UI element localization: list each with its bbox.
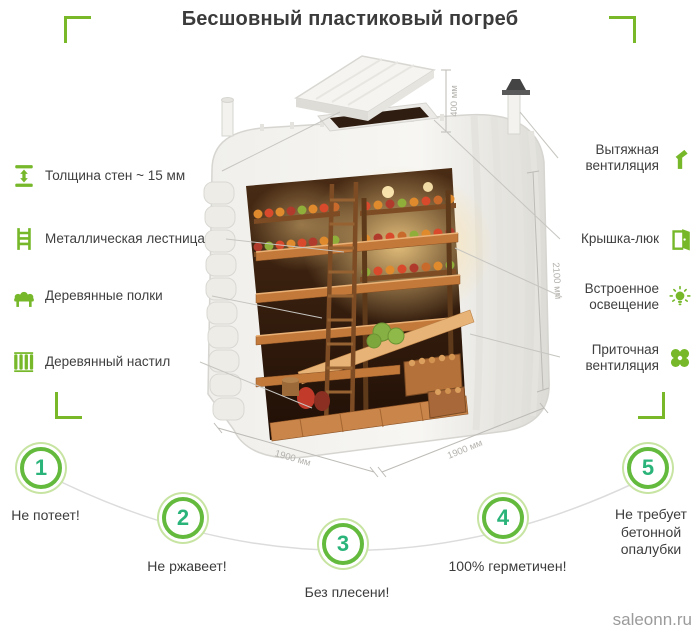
dim-width: 1900 мм	[273, 448, 311, 469]
corner-bracket-bottom-right	[638, 392, 665, 419]
wall-thickness-icon	[12, 164, 36, 188]
exhaust-vent-icon	[668, 146, 692, 170]
benefit-circle-3: 3	[322, 523, 364, 565]
dim-depth: 1900 мм	[446, 438, 484, 462]
benefit-circle-5: 5	[627, 447, 669, 489]
benefit-label-2: Не ржавеет!	[147, 558, 227, 574]
feature-shelves: Деревянные полки	[12, 284, 163, 308]
feature-wall-thickness: Толщина стен ~ 15 мм	[12, 164, 185, 188]
benefit-circle-2: 2	[162, 497, 204, 539]
corner-bracket-top-right	[609, 16, 636, 43]
lamp-glow	[382, 186, 394, 198]
supply-vent-icon	[668, 346, 692, 370]
produce-shelves	[253, 194, 456, 282]
feature-ladder: Металлическая лестница	[12, 227, 205, 251]
vent-pipes	[221, 79, 530, 137]
feature-label: Толщина стен ~ 15 мм	[45, 167, 186, 183]
benefit-label-1: Не потеет!	[11, 507, 80, 523]
ladder-icon	[12, 227, 36, 251]
lighting-icon	[668, 285, 692, 309]
feature-label: Вытяжная вентиляция	[585, 142, 659, 174]
feature-lighting: Встроенное освещение	[548, 281, 692, 314]
corner-bracket-top-left	[64, 16, 91, 43]
cut-wall-ribs	[203, 181, 245, 421]
benefit-label-3: Без плесени!	[304, 584, 390, 600]
feature-label: Приточная вентиляция	[585, 342, 659, 374]
feature-label: Встроенное освещение	[584, 281, 659, 313]
body-ribs	[260, 114, 542, 431]
vegetable-crates	[282, 322, 467, 419]
cellar-body	[207, 113, 550, 459]
metal-ladder	[323, 181, 359, 429]
dimension-labels: 400 мм 2100 мм 1900 мм 1900 мм	[273, 85, 563, 469]
feature-label: Крышка-люк	[580, 230, 659, 246]
benefit-circle-4: 4	[482, 497, 524, 539]
feature-supply-vent: Приточная вентиляция	[548, 342, 692, 375]
dim-lid-height: 400 мм	[449, 85, 460, 117]
page-title: Бесшовный пластиковый погреб	[181, 8, 519, 30]
benefit-label-5: Не требует бетонной опалубки	[615, 506, 687, 557]
feature-label: Деревянные полки	[45, 287, 163, 303]
benefit-label-4: 100% герметичен!	[448, 558, 567, 574]
benefit-circle-1: 1	[20, 447, 62, 489]
hatch-lid	[294, 55, 439, 132]
watermark: saleonn.ru	[612, 610, 692, 629]
cellar-interior	[246, 168, 466, 440]
feature-decking: Деревянный настил	[12, 350, 170, 374]
feature-exhaust-vent: Вытяжная вентиляция	[548, 142, 692, 175]
corner-bracket-bottom-left	[55, 392, 82, 419]
leader-lines	[199, 111, 563, 409]
dimension-lines	[213, 69, 550, 478]
wooden-shelves	[255, 189, 475, 421]
decking-icon	[12, 350, 36, 374]
wooden-floor	[269, 395, 469, 442]
feature-hatch: Крышка-люк	[548, 227, 692, 251]
shelves-icon	[12, 284, 36, 308]
feature-label: Металлическая лестница	[45, 230, 205, 246]
hatch-icon	[668, 227, 692, 251]
feature-label: Деревянный настил	[45, 353, 171, 369]
